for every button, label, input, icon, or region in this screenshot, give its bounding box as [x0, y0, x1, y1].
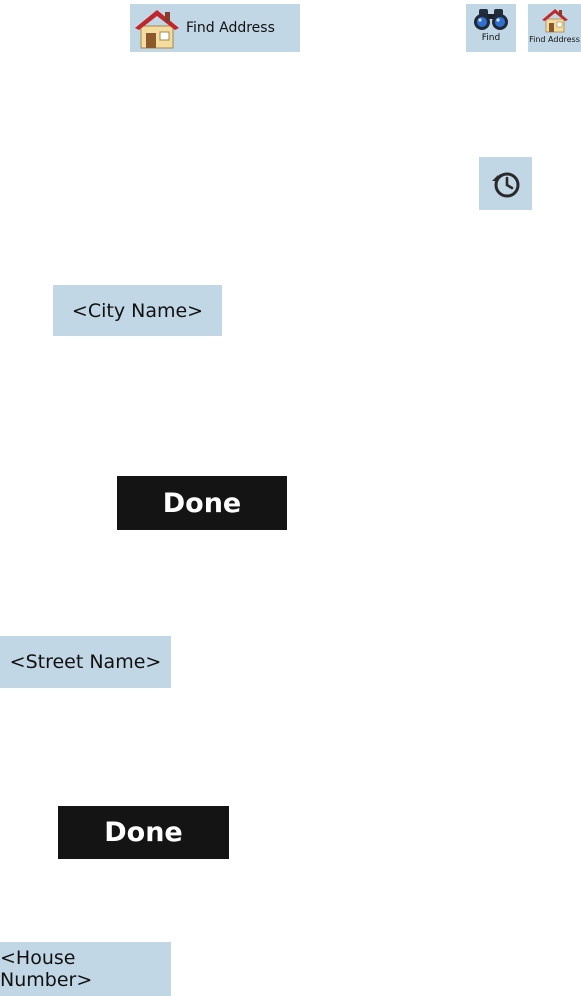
history-button[interactable] — [479, 157, 532, 210]
city-name-button[interactable]: <City Name> — [53, 285, 222, 336]
street-name-button[interactable]: <Street Name> — [0, 636, 171, 688]
find-address-label: Find Address — [186, 20, 275, 36]
find-button[interactable]: Find — [466, 4, 516, 52]
find-label: Find — [481, 33, 501, 43]
find-address-button[interactable]: Find Address — [130, 4, 300, 52]
find-address-small-label: Find Address — [529, 35, 580, 44]
find-address-tile-button[interactable]: Find Address — [528, 4, 581, 52]
done-button-second[interactable]: Done — [58, 806, 229, 859]
house-number-button[interactable]: <House Number> — [0, 942, 171, 996]
done-button[interactable]: Done — [117, 476, 287, 530]
house-icon — [541, 9, 568, 33]
house-icon — [135, 10, 179, 49]
history-icon — [491, 172, 519, 197]
binoculars-icon — [474, 9, 508, 30]
